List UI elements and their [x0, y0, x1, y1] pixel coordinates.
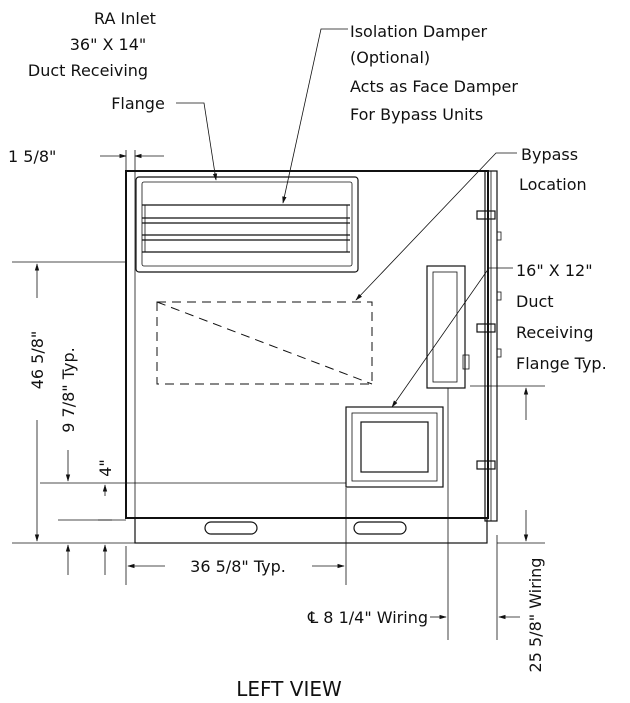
flange-line3: Receiving	[516, 323, 594, 342]
wiring-enclosure	[426, 265, 470, 389]
hinge-bottom	[476, 460, 496, 470]
access-door-edge	[476, 170, 502, 522]
hinge-top	[476, 210, 496, 220]
bypass-line2: Location	[519, 175, 587, 194]
dimension-lines	[12, 150, 545, 640]
duct-receiving-flange	[345, 406, 444, 488]
isolation-damper-callout: Isolation Damper (Optional) Acts as Face…	[350, 22, 518, 124]
isolation-line4: For Bypass Units	[350, 105, 483, 124]
dimension-labels: 1 5/8" 46 5/8" 9 7/8" Typ. 4" 36 5/8" Ty…	[8, 147, 545, 672]
flange-line4: Flange Typ.	[516, 354, 607, 373]
dim-height-small: 4"	[96, 459, 115, 477]
isolation-line3: Acts as Face Damper	[350, 77, 518, 96]
cabinet-outline	[125, 170, 489, 544]
view-title: LEFT VIEW	[236, 677, 342, 701]
forklift-slot-right	[353, 521, 407, 535]
ra-inlet-flange	[135, 176, 359, 273]
bypass-location	[156, 301, 373, 385]
flange-line1: 16" X 12"	[516, 261, 593, 280]
flange-line2: Duct	[516, 292, 554, 311]
hinge-middle	[476, 323, 496, 333]
dim-height-total: 46 5/8"	[28, 331, 47, 390]
duct-flange-callout: 16" X 12" Duct Receiving Flange Typ.	[516, 261, 607, 373]
dim-width-typ: 36 5/8" Typ.	[190, 557, 286, 576]
ra-inlet-line4: Flange	[111, 94, 165, 113]
ra-inlet-line3: Duct Receiving	[28, 61, 148, 80]
ra-inlet-line2: 36" X 14"	[70, 35, 147, 54]
forklift-slot-left	[204, 521, 258, 535]
dim-wiring-horizontal: ℄ 8 1/4" Wiring	[307, 608, 428, 627]
isolation-line1: Isolation Damper	[350, 22, 488, 41]
dim-top-offset: 1 5/8"	[8, 147, 56, 166]
dim-height-typ: 9 7/8" Typ.	[59, 347, 78, 432]
isolation-line2: (Optional)	[350, 48, 430, 67]
leader-lines	[176, 28, 517, 408]
dim-wiring-vertical: 25 5/8" Wiring	[526, 558, 545, 673]
ra-inlet-line1: RA Inlet	[94, 9, 156, 28]
bypass-line1: Bypass	[521, 145, 578, 164]
ra-inlet-callout: RA Inlet 36" X 14" Duct Receiving Flange	[28, 9, 165, 113]
bypass-callout: Bypass Location	[519, 145, 587, 194]
